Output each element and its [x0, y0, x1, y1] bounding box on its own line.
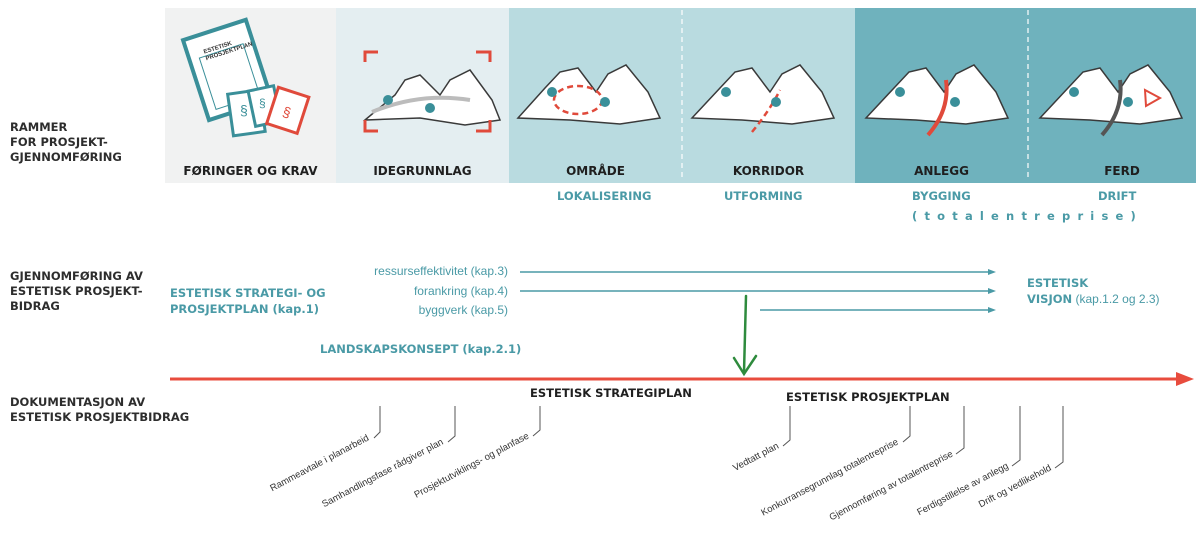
green-down-arrow: [732, 294, 758, 377]
landscape-idegrunnlag-icon: [362, 50, 502, 133]
landscape-korridor-icon: [690, 64, 836, 133]
phase-col-1: FØRINGER OG KRAV: [165, 8, 336, 183]
doc-estetisk-strategiplan: ESTETISK STRATEGIPLAN: [530, 386, 692, 400]
phase-col-2: IDEGRUNNLAG: [336, 8, 509, 183]
estetisk-visjon-label: ESTETISK VISJON (kap.1.2 og 2.3): [1027, 276, 1160, 306]
kapittel-arrows: [520, 269, 996, 313]
landskapskonsept-label: LANDSKAPSKONSEPT (kap.2.1): [320, 342, 522, 356]
phase-anlegg: ANLEGG: [914, 164, 969, 178]
phase-ferd: FERD: [1104, 164, 1140, 178]
phase-foringer: FØRINGER OG KRAV: [183, 164, 318, 178]
kap-forankring: forankring (kap.4): [413, 284, 508, 298]
subphase-bygging: BYGGING: [912, 189, 971, 203]
phase-col-4: KORRIDOR: [682, 8, 855, 183]
landscape-omrade-icon: [516, 64, 662, 125]
document-stack-icon: [180, 17, 311, 138]
subphase-drift: DRIFT: [1098, 189, 1137, 203]
landscape-ferd-icon: [1038, 64, 1184, 137]
kap-byggverk: byggverk (kap.5): [418, 303, 508, 317]
subphase-totalentreprise: (totalentreprise): [912, 209, 1143, 223]
phase-korridor: KORRIDOR: [732, 164, 805, 178]
phase-col-3: OMRÅDE: [509, 8, 682, 183]
phase-omrade: OMRÅDE: [566, 164, 625, 178]
phase-idegrunnlag: IDEGRUNNLAG: [373, 164, 472, 178]
milestone-connectors: [373, 406, 1064, 469]
red-timeline-arrow: [170, 372, 1194, 386]
doc-estetisk-prosjektplan: ESTETISK PROSJEKTPLAN: [786, 390, 950, 404]
subphase-lokalisering: LOKALISERING: [557, 189, 652, 203]
phase-col-6: FERD: [1028, 8, 1196, 183]
phase-col-5: ANLEGG: [855, 8, 1028, 183]
kap-ressurseffektivitet: ressurseffektivitet (kap.3): [374, 264, 508, 278]
paragraph-symbol-2: §: [259, 96, 266, 110]
subphase-utforming: UTFORMING: [724, 189, 803, 203]
landscape-anlegg-icon: [864, 64, 1010, 137]
paragraph-symbol-1: §: [240, 102, 248, 118]
